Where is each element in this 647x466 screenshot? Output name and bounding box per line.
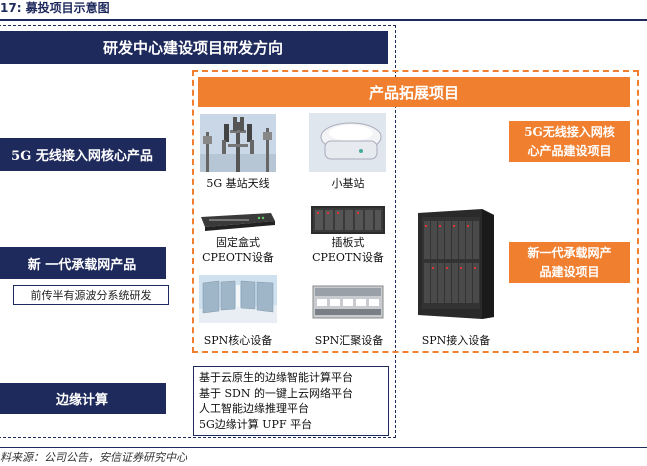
right-item-bearer-project: 新一代承载网产 品建设项目: [509, 242, 630, 283]
product-label-antenna: 5G 基站天线: [196, 176, 280, 191]
edge-computing-list: 基于云原生的边缘智能计算平台 基于 SDN 的一键上云网络平台 人工智能边缘推理…: [193, 366, 389, 436]
product-expansion-banner: 产品拓展项目: [198, 77, 630, 107]
spn-access-image: [416, 207, 496, 321]
bottom-rule: [0, 447, 647, 448]
product-label-fixed-cpeotn: 固定盒式 CPEOTN设备: [190, 235, 286, 265]
left-item-edge-computing: 边缘计算: [0, 383, 166, 414]
plugin-cpeotn-image: [309, 204, 387, 236]
right-item-5g-project: 5G无线接入网核 心产品建设项目: [509, 121, 630, 162]
edge-list-item: 5G边缘计算 UPF 平台: [199, 417, 388, 433]
title-rule: [0, 19, 647, 21]
fixed-box-cpeotn-image: [199, 207, 277, 233]
left-item-5g-core: 5G 无线接入网核心产品: [0, 138, 166, 171]
left-item-bearer-network: 新 一代承载网产品: [0, 247, 166, 279]
spn-core-image: [199, 275, 277, 323]
edge-list-item: 人工智能边缘推理平台: [199, 401, 388, 417]
left-subitem-semi-active-wdm: 前传半有源波分系统研发: [13, 285, 169, 305]
rd-center-banner: 研发中心建设项目研发方向: [0, 31, 388, 64]
edge-list-item: 基于 SDN 的一键上云网络平台: [199, 386, 388, 402]
product-label-plugin-cpeotn: 插板式 CPEOTN设备: [300, 235, 396, 265]
edge-list-item: 基于云原生的边缘智能计算平台: [199, 370, 388, 386]
small-cell-image: [309, 113, 386, 172]
product-label-spn-core: SPN核心设备: [194, 333, 282, 348]
product-label-small-cell: 小基站: [305, 176, 391, 191]
figure-title: 17: 募投项目示意图: [0, 0, 647, 18]
spn-aggregation-image: [311, 282, 385, 322]
source-note: 料来源：公司公告，安信证券研究中心: [0, 449, 187, 465]
product-label-spn-access: SPN接入设备: [408, 333, 504, 348]
product-label-spn-aggregation: SPN汇聚设备: [304, 333, 394, 348]
base-station-antenna-image: [200, 114, 276, 172]
